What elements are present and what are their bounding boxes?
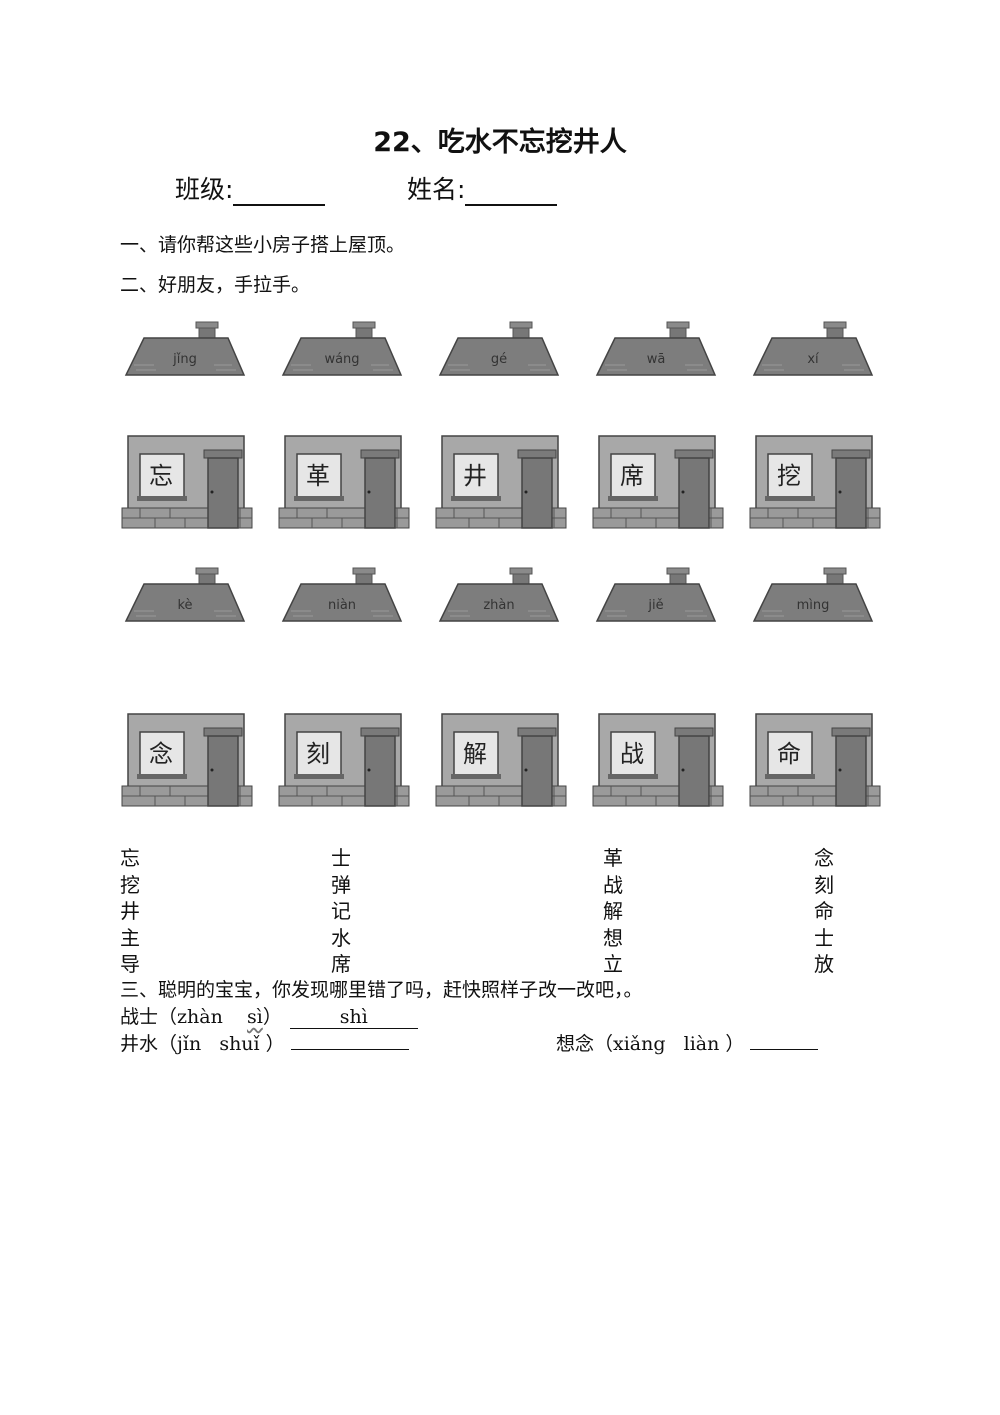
- match-char[interactable]: 弹: [331, 872, 351, 897]
- item-1-line: 井水（jǐn shuǐ ）: [120, 1029, 409, 1056]
- roof-card[interactable]: wáng: [281, 320, 403, 380]
- match-char[interactable]: 挖: [120, 872, 140, 897]
- roof-card[interactable]: niàn: [281, 566, 403, 626]
- house-character: 挖: [777, 462, 801, 490]
- match-char[interactable]: 主: [120, 925, 140, 950]
- house-character: 忘: [149, 462, 173, 490]
- match-char[interactable]: 念: [814, 846, 834, 870]
- house-card[interactable]: 挖: [748, 434, 882, 530]
- house-card[interactable]: 战: [591, 712, 725, 808]
- item-1-answer-blank[interactable]: [290, 1029, 409, 1050]
- roof-pinyin: wā: [646, 352, 666, 367]
- roof-card[interactable]: mìng: [752, 566, 874, 626]
- match-char[interactable]: 记: [331, 899, 351, 923]
- roof-pinyin: gé: [490, 352, 508, 367]
- match-char[interactable]: 想: [603, 925, 623, 950]
- roof-card[interactable]: jiě: [595, 566, 717, 626]
- name-label: 姓名:: [407, 175, 466, 204]
- match-char[interactable]: 刻: [814, 872, 834, 897]
- roof-pinyin: jiě: [648, 598, 664, 613]
- roof-card[interactable]: zhàn: [438, 566, 560, 626]
- match-char[interactable]: 立: [603, 952, 623, 976]
- match-column-2: 士 弹 记 水 席: [331, 845, 351, 978]
- house-card[interactable]: 命: [748, 712, 882, 808]
- example-word: 战士（zhàn: [120, 1006, 223, 1028]
- match-column-4: 念 刻 命 士 放: [814, 845, 834, 978]
- page-title: 22、吃水不忘挖井人: [373, 127, 627, 158]
- house-character: 井: [463, 462, 487, 490]
- match-char[interactable]: 席: [331, 952, 351, 976]
- roof-card[interactable]: xí: [752, 320, 874, 380]
- example-close: ）: [262, 1006, 282, 1028]
- house-character: 命: [777, 740, 801, 768]
- class-blank[interactable]: [233, 180, 326, 206]
- item-2-line: 想念（xiǎng liàn ）: [556, 1029, 819, 1056]
- example-line: 战士（zhàn sì） shì: [120, 1002, 418, 1029]
- house-card[interactable]: 席: [591, 434, 725, 530]
- match-char[interactable]: 解: [603, 899, 623, 923]
- section-3-instruction: 三、聪明的宝宝，你发现哪里错了吗，赶快照样子改一改吧，。: [120, 979, 643, 1001]
- name-blank[interactable]: [465, 180, 558, 206]
- house-character: 刻: [306, 740, 330, 768]
- house-card[interactable]: 刻: [277, 712, 411, 808]
- roof-pinyin: xí: [807, 352, 819, 367]
- match-char[interactable]: 士: [331, 846, 351, 870]
- house-card[interactable]: 念: [120, 712, 254, 808]
- section-2-instruction: 二、好朋友，手拉手。: [120, 274, 311, 296]
- match-char[interactable]: 导: [120, 952, 140, 976]
- example-answer: shì: [289, 1006, 418, 1029]
- roof-card[interactable]: jǐng: [124, 320, 246, 380]
- house-character: 战: [620, 740, 644, 768]
- roof-pinyin: zhàn: [483, 598, 515, 613]
- match-column-1: 忘 挖 井 主 导: [120, 845, 140, 978]
- house-card[interactable]: 井: [434, 434, 568, 530]
- section-1-instruction: 一、请你帮这些小房子搭上屋顶。: [120, 234, 406, 256]
- class-label: 班级:: [175, 175, 234, 204]
- match-char[interactable]: 士: [814, 925, 834, 950]
- match-char[interactable]: 水: [331, 925, 351, 950]
- house-character: 革: [306, 462, 330, 490]
- house-character: 席: [620, 462, 644, 490]
- house-card[interactable]: 忘: [120, 434, 254, 530]
- house-character: 解: [463, 740, 487, 768]
- house-card[interactable]: 革: [277, 434, 411, 530]
- class-field: 班级:: [175, 170, 326, 206]
- item-2-word: 想念（xiǎng liàn ）: [556, 1033, 745, 1055]
- roof-card[interactable]: kè: [124, 566, 246, 626]
- match-char[interactable]: 井: [120, 899, 140, 923]
- roof-card[interactable]: wā: [595, 320, 717, 380]
- item-1-word: 井水（jǐn shuǐ ）: [120, 1033, 285, 1055]
- match-char[interactable]: 革: [603, 846, 623, 870]
- house-character: 念: [149, 740, 173, 768]
- roof-pinyin: jǐng: [173, 352, 197, 367]
- match-char[interactable]: 命: [814, 899, 834, 923]
- roof-pinyin: mìng: [796, 598, 830, 613]
- house-card[interactable]: 解: [434, 712, 568, 808]
- roof-card[interactable]: gé: [438, 320, 560, 380]
- roof-pinyin: wáng: [324, 352, 360, 367]
- match-char[interactable]: 放: [814, 952, 834, 976]
- roof-pinyin: niàn: [327, 598, 357, 613]
- match-char[interactable]: 忘: [120, 846, 140, 870]
- name-field: 姓名:: [407, 170, 558, 206]
- wrong-pinyin: sì: [246, 1006, 263, 1028]
- roof-pinyin: kè: [177, 598, 193, 613]
- match-char[interactable]: 战: [603, 872, 623, 897]
- item-2-answer-blank[interactable]: [750, 1029, 819, 1050]
- match-column-3: 革 战 解 想 立: [603, 845, 623, 978]
